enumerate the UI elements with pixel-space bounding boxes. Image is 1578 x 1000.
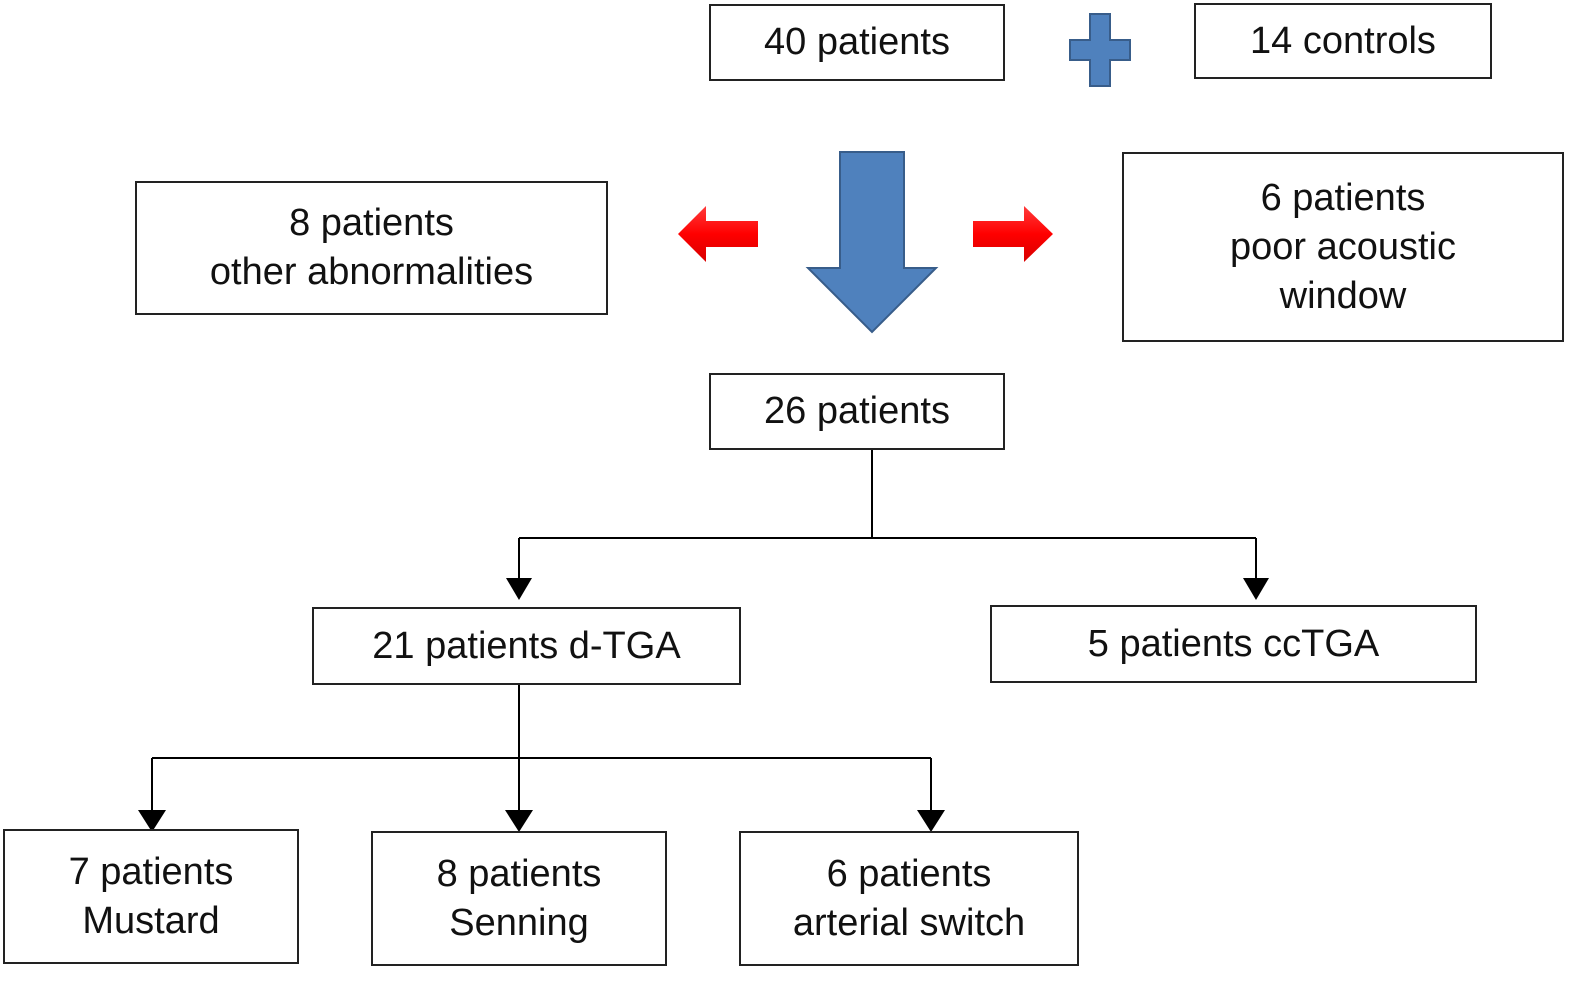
box-senning: 8 patients Senning [371,831,667,966]
excluded-other-line-1: 8 patients [289,202,454,244]
box-excluded-poor-window: 6 patients poor acoustic window [1122,152,1564,342]
mustard-line-1: 7 patients [68,850,234,893]
switch-line-2: arterial switch [792,901,1026,944]
arrowhead-senning [505,810,533,832]
excluded-window-line-2: poor acoustic [1229,225,1456,268]
mustard-line-2: Mustard [82,899,220,942]
excluded-window-line-1: 6 patients [1260,176,1426,219]
box-40-patients: 40 patients [709,4,1005,81]
box-cctga: 5 patients ccTGA [990,605,1477,683]
box-14-controls-line-1: 14 controls [1250,19,1436,62]
connector-dtga-split [151,684,932,812]
box-26-patients-line-1: 26 patients [764,390,950,432]
senning-line-2: Senning [449,901,589,944]
box-14-controls: 14 controls [1194,3,1492,79]
switch-line-1: 6 patients [826,852,992,895]
box-40-patients-line-1: 40 patients [764,21,950,63]
excluded-other-line-2: other abnormalities [209,251,534,293]
box-cctga-line-1: 5 patients ccTGA [1087,622,1380,665]
box-mustard: 7 patients Mustard [3,829,299,964]
box-arterial-switch: 6 patients arterial switch [739,831,1079,966]
excluded-window-line-3: window [1279,274,1407,317]
arrowhead-mustard [138,810,166,832]
arrowhead-switch [917,810,945,832]
plus-icon [1069,13,1131,87]
left-arrow-icon [678,206,758,262]
senning-line-1: 8 patients [436,852,602,895]
box-26-patients: 26 patients [709,373,1005,450]
box-dtga: 21 patients d-TGA [312,607,741,685]
box-excluded-other-abnormalities: 8 patients other abnormalities [135,181,608,315]
box-dtga-line-1: 21 patients d-TGA [372,624,681,667]
arrowhead-dtga [506,578,532,600]
big-down-arrow-icon [805,151,939,334]
right-arrow-icon [973,206,1053,262]
connector-26-split [518,448,1257,580]
arrowhead-cctga [1243,578,1269,600]
